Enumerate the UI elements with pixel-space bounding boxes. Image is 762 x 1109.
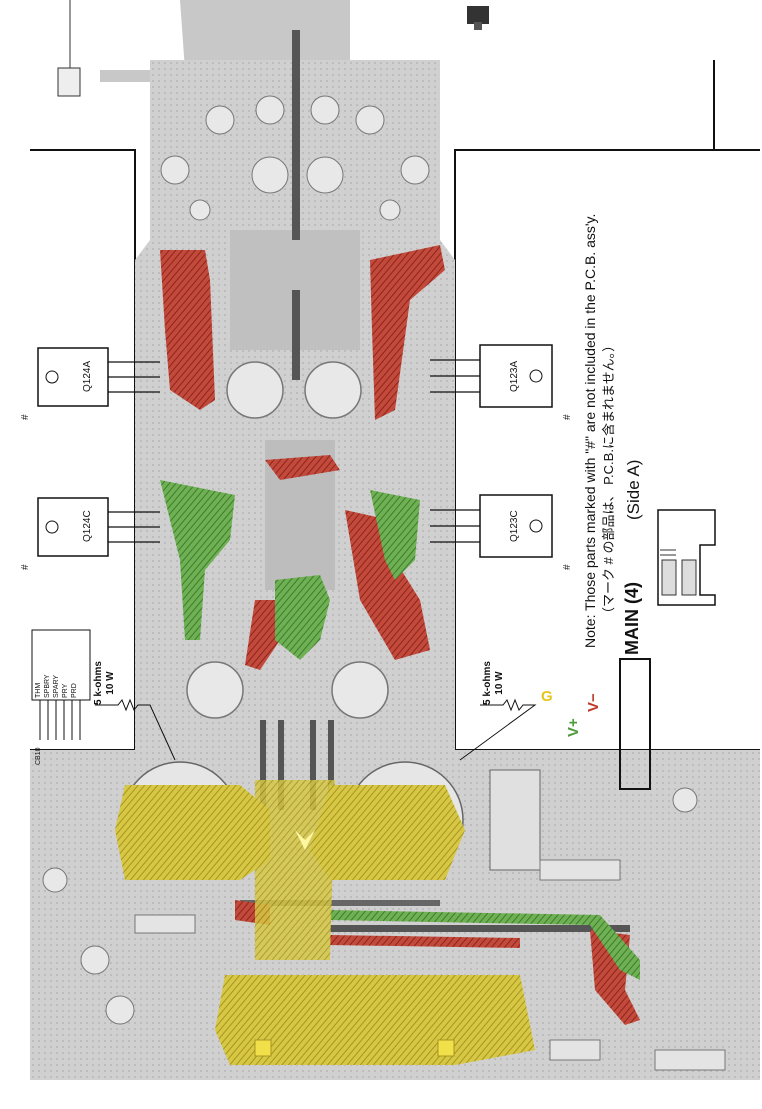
- board-title: MAIN (4): [622, 582, 642, 655]
- transistor-label-q123c: Q123C: [509, 510, 520, 542]
- transistor-label-q124c: Q124C: [82, 510, 93, 542]
- legend-gnd-mark: G: [541, 688, 553, 705]
- board-title-frame: [619, 658, 651, 790]
- connector-pin-labels: THM SPBRY SPARY PRY PRD: [34, 674, 79, 698]
- resistor-left-value: 5 k-ohms: [93, 661, 104, 705]
- connector-pin-spary: SPARY: [53, 674, 60, 698]
- resistor-left-watt: 10 W: [105, 671, 116, 695]
- transistor-q123a-outline: [430, 344, 553, 408]
- legend-minus-mark: V−: [585, 693, 602, 712]
- resistor-leader-lines: [95, 698, 537, 761]
- transistor-q123c-outline: [430, 494, 553, 558]
- parts-note: Note: Those parts marked with "#" are no…: [582, 213, 598, 648]
- hash-mark-q123a: #: [562, 414, 573, 420]
- connector-pin-thm: THM: [35, 682, 42, 698]
- parts-note-japanese: （マーク # の部品は、 P.C.B.に含まれません。）: [601, 338, 616, 620]
- connector-pin-spbry: SPBRY: [44, 674, 51, 698]
- yellow-trace-group: [115, 780, 535, 1065]
- legend-plus-mark: V+: [565, 718, 582, 737]
- transistor-q124c-outline: [37, 497, 160, 557]
- left-connector-block: [31, 629, 91, 740]
- resistor-right-value: 5 k-ohms: [482, 661, 493, 705]
- top-ribbon-cable: [57, 0, 489, 97]
- connector-pin-pry: PRY: [62, 683, 69, 698]
- hash-mark-q124a: #: [20, 414, 31, 420]
- right-edge-connector: [657, 509, 716, 606]
- hash-mark-q123c: #: [562, 564, 573, 570]
- transistor-label-q123a: Q123A: [509, 360, 520, 392]
- red-trace-group: [160, 245, 640, 1025]
- resistor-label-right: 5 k-ohms 10 W: [482, 661, 506, 705]
- resistor-label-left: 5 k-ohms 10 W: [93, 661, 117, 705]
- hash-mark-q124c: #: [20, 564, 31, 570]
- resistor-right-watt: 10 W: [494, 671, 505, 695]
- transistor-label-q124a: Q124A: [82, 360, 93, 392]
- connector-pin-prd: PRD: [71, 683, 78, 698]
- board-side-label: (Side A): [624, 459, 643, 520]
- connector-ref: CB10: [35, 747, 42, 765]
- transistor-q124a-outline: [37, 347, 160, 407]
